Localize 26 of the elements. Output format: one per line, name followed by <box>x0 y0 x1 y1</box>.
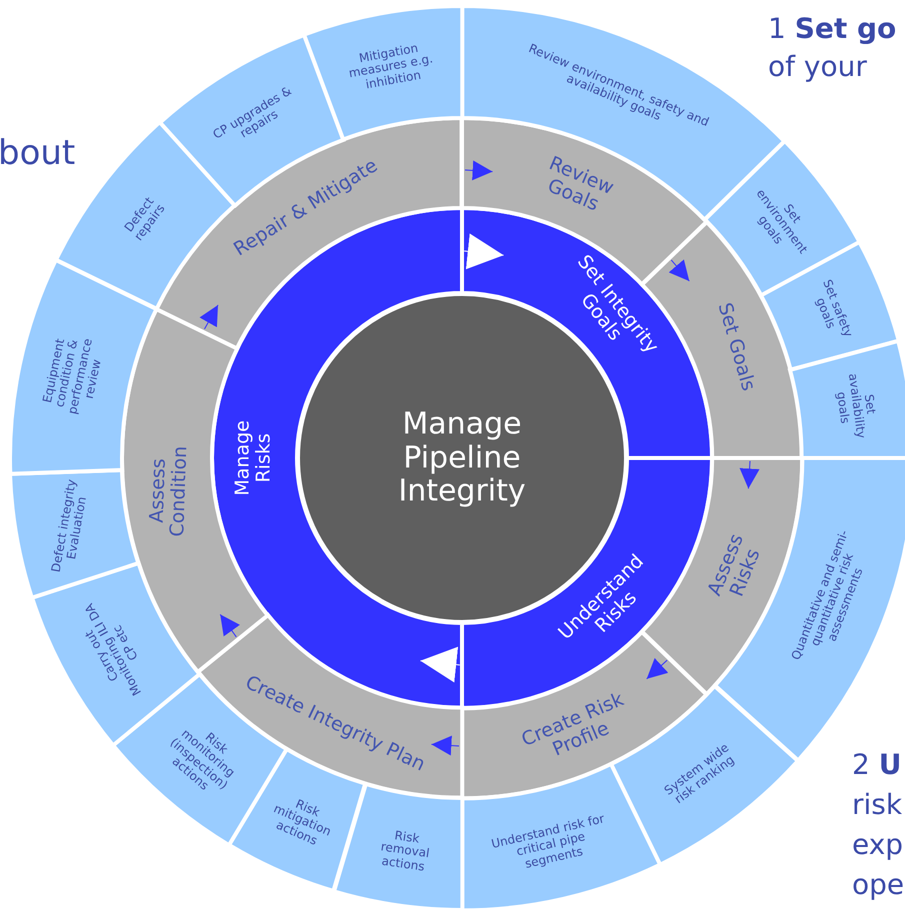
segment-label: Set availability goals <box>832 372 879 442</box>
segment-label: Set Goals <box>712 300 760 396</box>
heading-text: of your <box>768 50 867 83</box>
segment-label: Create Risk Profile <box>518 686 628 762</box>
heading-text: exp <box>852 828 904 861</box>
heading-text: 2 U <box>852 748 902 781</box>
segment-label: Risk removal actions <box>378 827 432 876</box>
arrow <box>668 259 690 282</box>
heading-text: ope <box>852 868 904 901</box>
heading-text: risk <box>852 788 902 821</box>
arrow <box>430 736 460 756</box>
arrow <box>464 160 494 180</box>
heading-text: 1 Set go <box>768 12 896 45</box>
arrow <box>740 460 760 490</box>
arrow <box>199 304 218 330</box>
segment-label: Manage Risks <box>232 419 276 498</box>
heading-text: bout <box>0 133 76 173</box>
arrow <box>464 233 504 270</box>
arrow <box>220 614 240 638</box>
segment-label: Assess Condition <box>146 445 192 540</box>
segment-label: Set safety goals <box>812 276 856 341</box>
segment-label: Defect integrity Evaluation <box>48 477 90 576</box>
arrow <box>420 646 460 683</box>
arrow <box>646 658 668 680</box>
segment-label: Mitigation measures e.g. inhibition <box>347 40 436 94</box>
segment-label: Manage Pipeline Integrity <box>397 408 527 508</box>
